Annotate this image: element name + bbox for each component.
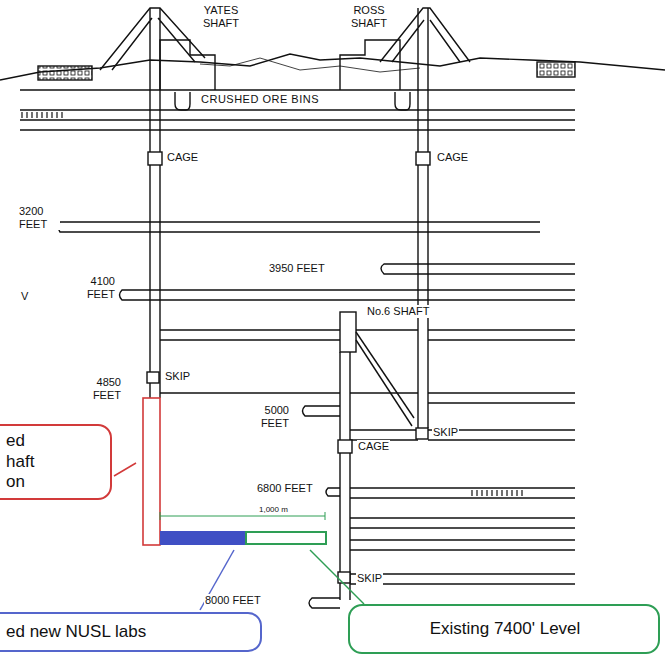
level-label: CAGE bbox=[166, 151, 199, 164]
level-label: No.6 SHAFT bbox=[366, 305, 430, 318]
level-label: CRUSHED ORE BINS bbox=[200, 93, 320, 106]
level-label: 1,000 m bbox=[258, 505, 289, 514]
level-label: ROSS SHAFT bbox=[346, 4, 392, 29]
level-label: 3200 FEET bbox=[18, 205, 60, 230]
level-label: V bbox=[20, 290, 29, 303]
callout-box: Existing 7400' Level bbox=[348, 604, 660, 654]
level-label: SKIP bbox=[164, 370, 191, 383]
level-label: SKIP bbox=[432, 426, 459, 439]
level-label: 5000 FEET bbox=[244, 404, 290, 429]
level-label: CAGE bbox=[357, 440, 390, 453]
level-label: 4100 FEET bbox=[72, 275, 116, 300]
callout-box: ed new NUSL labs bbox=[0, 612, 262, 652]
callout-box: ed haft on bbox=[0, 424, 112, 500]
level-label: YATES SHAFT bbox=[196, 4, 246, 29]
callout-text: ed haft on bbox=[6, 431, 46, 492]
level-label: 3950 FEET bbox=[268, 262, 326, 275]
level-label: SKIP bbox=[356, 572, 383, 585]
level-label: 6800 FEET bbox=[256, 482, 314, 495]
callout-text: Existing 7400' Level bbox=[360, 619, 650, 639]
level-label: 8000 FEET bbox=[204, 594, 262, 607]
callout-text: ed new NUSL labs bbox=[6, 622, 252, 642]
level-label: CAGE bbox=[436, 151, 469, 164]
level-label: 4850 FEET bbox=[80, 376, 122, 401]
